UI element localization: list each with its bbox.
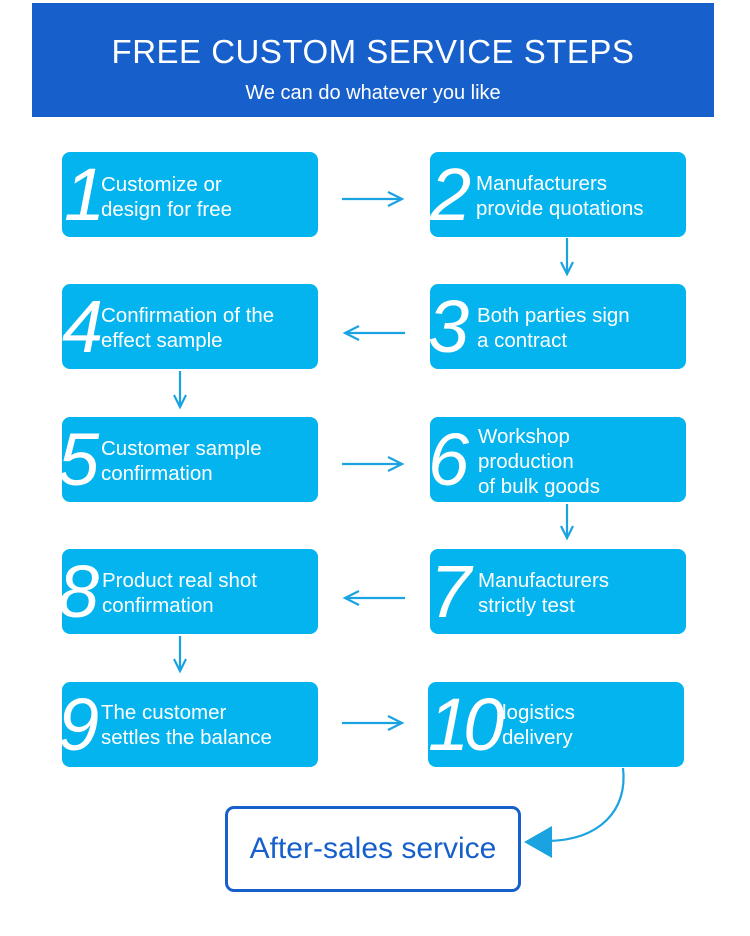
step-label: Customize or design for free	[101, 173, 233, 221]
arrow-right-icon	[342, 715, 405, 731]
arrow-down-icon	[173, 371, 187, 410]
step-9-box: 9 The customer settles the balance	[58, 682, 318, 767]
step-label: Customer sample confirmation	[101, 437, 262, 485]
step-label: Workshop production of bulk goods	[478, 425, 600, 498]
step-label: Confirmation of the effect sample	[101, 304, 275, 352]
step-3-box: 3 Both parties sign a contract	[428, 284, 686, 369]
step-label: Manufacturers provide quotations	[476, 172, 644, 220]
header-banner: FREE CUSTOM SERVICE STEPS We can do what…	[32, 3, 714, 117]
page-subtitle: We can do whatever you like	[245, 82, 501, 104]
arrow-left-icon	[342, 325, 405, 341]
step-5-box: 5 Customer sample confirmation	[58, 417, 318, 502]
step-label: logistics delivery	[502, 701, 575, 749]
arrow-left-icon	[342, 590, 405, 606]
step-number: 6	[428, 418, 469, 501]
step-label: Manufacturers strictly test	[478, 569, 610, 617]
step-7-box: 7 Manufacturers strictly test	[430, 549, 686, 634]
arrow-down-icon	[560, 238, 574, 277]
step-2-box: 2 Manufacturers provide quotations	[430, 152, 686, 237]
step-4-box: 4 Confirmation of the effect sample	[62, 284, 318, 369]
step-number: 8	[58, 550, 99, 633]
after-sales-box: After-sales service	[225, 806, 521, 892]
step-number: 9	[58, 683, 99, 766]
step-number: 7	[430, 550, 471, 633]
step-number: 10	[428, 683, 504, 766]
step-label: The customer settles the balance	[101, 701, 272, 749]
arrow-right-icon	[342, 456, 405, 472]
arrow-down-icon	[173, 636, 187, 674]
step-label: Product real shot confirmation	[102, 569, 257, 617]
step-number: 1	[64, 153, 105, 236]
curved-arrow-icon	[547, 767, 625, 843]
arrow-down-icon	[560, 504, 574, 541]
step-number: 3	[428, 285, 469, 368]
step-6-box: 6 Workshop production of bulk goods	[428, 417, 686, 502]
step-10-box: 10 logistics delivery	[428, 682, 684, 767]
step-label: Both parties sign a contract	[477, 304, 630, 352]
step-1-box: 1 Customize or design for free	[62, 152, 318, 237]
arrowhead-icon	[524, 826, 552, 858]
page-title: FREE CUSTOM SERVICE STEPS	[111, 33, 635, 70]
arrow-right-icon	[342, 191, 405, 207]
step-number: 2	[430, 153, 471, 236]
step-number: 4	[62, 285, 103, 368]
step-8-box: 8 Product real shot confirmation	[58, 549, 318, 634]
step-number: 5	[58, 418, 99, 501]
